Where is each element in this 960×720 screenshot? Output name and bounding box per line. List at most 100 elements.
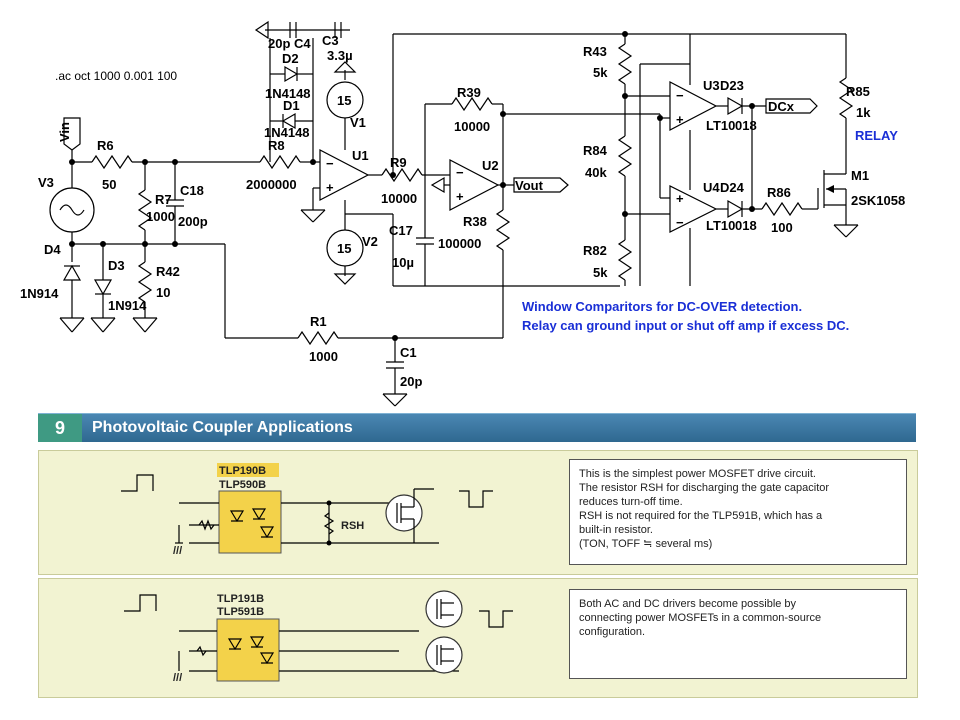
- u3-name: U3: [703, 78, 720, 93]
- coupler-panel-2: TLP191B TLP591B /// Both AC and DC drive…: [38, 578, 918, 698]
- part-bottom: TLP590B: [219, 479, 266, 491]
- d2-value: 1N4148: [265, 86, 311, 101]
- svg-text:−: −: [676, 88, 684, 103]
- input-pulse-icon: [124, 594, 157, 612]
- schematic: Vin R6 50 V3 D4 1N914 D3 1N914 R7 1000 R…: [20, 20, 905, 407]
- coupler-circuit-2: TLP191B TLP591B ///: [124, 590, 513, 684]
- part-highlight: [217, 463, 279, 477]
- r8-name: R8: [268, 138, 285, 153]
- note-line-2: Relay can ground input or shut off amp i…: [522, 318, 849, 333]
- r6-name: R6: [97, 138, 114, 153]
- section-header: 9 Photovoltaic Coupler Applications: [38, 413, 916, 442]
- u2-name: U2: [482, 158, 499, 173]
- output-pulse-icon: [459, 490, 493, 508]
- part-bottom: TLP591B: [217, 606, 264, 618]
- m1-name: M1: [851, 168, 869, 183]
- part-top: TLP190B: [219, 465, 266, 477]
- u3-comparator: [669, 81, 718, 131]
- r7-value: 1000: [146, 209, 175, 224]
- spice-directive: .ac oct 1000 0.001 100: [55, 69, 177, 83]
- r84-value: 40k: [585, 165, 607, 180]
- c17-value: 10µ: [392, 255, 414, 270]
- r43-value: 5k: [593, 65, 608, 80]
- c4-name: C4: [294, 36, 311, 51]
- v1-value: 15: [337, 93, 351, 108]
- u1-name: U1: [352, 148, 369, 163]
- r86-name: R86: [767, 185, 791, 200]
- r86-value: 100: [771, 220, 793, 235]
- desc-line: RSH is not required for the TLP591B, whi…: [579, 510, 823, 522]
- vout-label: Vout: [515, 178, 544, 193]
- r39-name: R39: [457, 85, 481, 100]
- r82-value: 5k: [593, 265, 608, 280]
- desc-line: connecting power MOSFETs in a common-sou…: [579, 612, 822, 624]
- vin-label: Vin: [57, 122, 72, 142]
- r6-value: 50: [102, 177, 116, 192]
- d1-value: 1N4148: [264, 125, 310, 140]
- desc-line: configuration.: [579, 626, 646, 638]
- r1-name: R1: [310, 314, 327, 329]
- note-line-1: Window Comparitors for DC-OVER detection…: [522, 299, 802, 314]
- r84-name: R84: [583, 143, 608, 158]
- desc-line: (TON, TOFF ≒ several ms): [579, 538, 713, 550]
- d3-name: D3: [108, 258, 125, 273]
- coupler-body: [218, 490, 282, 554]
- r38-value: 100000: [438, 236, 481, 251]
- svg-text:−: −: [326, 156, 334, 171]
- r9-name: R9: [390, 155, 407, 170]
- svg-text:−: −: [676, 215, 684, 230]
- m1-value: 2SK1058: [851, 193, 905, 208]
- v2-name: V2: [362, 234, 378, 249]
- d3-value: 1N914: [108, 298, 147, 313]
- svg-text:+: +: [456, 189, 464, 204]
- r82-name: R82: [583, 243, 607, 258]
- input-pulse-icon: [121, 474, 154, 492]
- dcx-port: DCx: [765, 98, 818, 114]
- c3-value: 3.3µ: [327, 48, 353, 63]
- d1-name: D1: [283, 98, 300, 113]
- vout-port: Vout: [513, 177, 569, 193]
- u4-name: U4: [703, 180, 720, 195]
- u4-type: LT10: [706, 218, 735, 233]
- description-1: This is the simplest power MOSFET drive …: [569, 459, 907, 565]
- output-pulse-icon: [479, 610, 513, 628]
- d24-name: D24: [720, 180, 745, 195]
- desc-line: The resistor RSH for discharging the gat…: [579, 482, 830, 494]
- desc-line: reduces turn-off time.: [579, 496, 683, 508]
- r42-name: R42: [156, 264, 180, 279]
- r43-name: R43: [583, 44, 607, 59]
- r85-name: R85: [846, 84, 870, 99]
- r85-value: 1k: [856, 105, 871, 120]
- c18-name: C18: [180, 183, 204, 198]
- d23-name: D23: [720, 78, 744, 93]
- u3-type: LT10: [706, 118, 735, 133]
- part-top: TLP191B: [217, 593, 264, 605]
- svg-text:+: +: [676, 112, 684, 127]
- r7-name: R7: [155, 192, 172, 207]
- d23-value: 018: [735, 118, 757, 133]
- r6-resistor: [91, 154, 133, 170]
- mosfet-bottom-icon: [425, 636, 463, 674]
- coupler-panel-1: TLP190B TLP590B /// RSH This is the simp…: [38, 450, 918, 575]
- u4-comparator: [669, 185, 718, 233]
- c18-value: 200p: [178, 214, 208, 229]
- v3-name: V3: [38, 175, 54, 190]
- svg-text:+: +: [676, 191, 684, 206]
- relay-label: RELAY: [855, 128, 898, 143]
- desc-line: Both AC and DC drivers become possible b…: [579, 598, 797, 610]
- c4-value: 20p: [268, 36, 290, 51]
- c1-value: 20p: [400, 374, 422, 389]
- r39-value: 10000: [454, 119, 490, 134]
- r8-value: 2000000: [246, 177, 297, 192]
- svg-text:+: +: [326, 180, 334, 195]
- coupler-circuit-1: TLP190B TLP590B /// RSH: [121, 463, 493, 557]
- section-title: Photovoltaic Coupler Applications: [92, 419, 353, 436]
- desc-line: This is the simplest power MOSFET drive …: [579, 468, 816, 480]
- c3-name: C3: [322, 33, 339, 48]
- rsh-label: RSH: [341, 520, 364, 532]
- v2-value: 15: [337, 241, 351, 256]
- c17-name: C17: [389, 223, 413, 238]
- svg-text:///: ///: [173, 672, 182, 684]
- u1-opamp: [319, 149, 370, 201]
